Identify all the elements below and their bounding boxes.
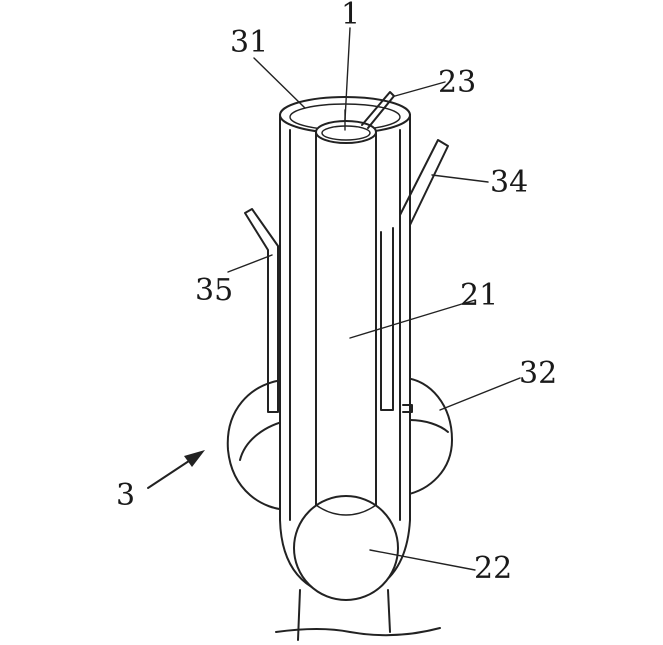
label-32: 32 <box>519 356 557 391</box>
label-22: 22 <box>474 551 512 586</box>
pointer-arrow <box>147 450 205 489</box>
label-1: 1 <box>341 0 360 32</box>
label-35: 35 <box>195 273 233 308</box>
bottom-bulb <box>293 495 399 601</box>
label-3: 3 <box>116 478 135 513</box>
label-34: 34 <box>490 165 528 200</box>
rods <box>244 91 449 413</box>
leader-lines <box>227 27 521 571</box>
base-neck <box>275 589 441 641</box>
label-31: 31 <box>230 25 268 60</box>
label-21: 21 <box>460 278 498 313</box>
inner-tube <box>315 109 377 506</box>
label-23: 23 <box>438 65 476 100</box>
